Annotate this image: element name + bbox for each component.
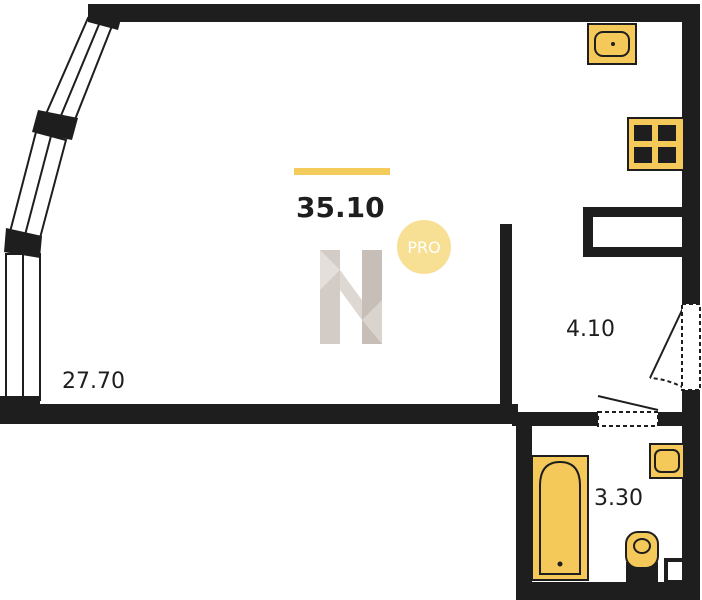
- walls: [0, 4, 700, 600]
- toilet-icon: [625, 531, 659, 582]
- stove-icon: [627, 117, 685, 171]
- hallway-area: 4.10: [566, 317, 615, 342]
- bathroom-door-leaf: [597, 395, 659, 411]
- entrance-door-swing: [649, 377, 685, 389]
- wall-right-lower: [682, 390, 700, 540]
- logo-icon: [320, 250, 382, 344]
- doors: [597, 303, 701, 427]
- pro-badge-label: PRO: [407, 238, 440, 257]
- bathroom-area: 3.30: [594, 486, 643, 511]
- wall-bathroom-right: [682, 540, 700, 600]
- wall-bathroom-left: [516, 412, 532, 600]
- main-room-area: 27.70: [62, 369, 125, 394]
- window-upper-bay: [44, 16, 114, 124]
- window-middle-bay: [8, 130, 68, 240]
- bathroom-sink-icon: [649, 443, 685, 479]
- sink-icon: [587, 23, 637, 65]
- total-area-accent-bar: [294, 168, 390, 175]
- window-pier-middle: [32, 110, 78, 140]
- wall-bottom-main: [0, 404, 518, 424]
- pro-badge: PRO: [397, 220, 451, 274]
- total-area: 35.10: [296, 191, 385, 224]
- window-middle-pane: [24, 135, 52, 236]
- entrance-door-frame: [681, 303, 701, 391]
- wall-partition-vertical: [500, 224, 512, 410]
- bathroom-door-frame: [597, 411, 659, 427]
- wall-top: [90, 4, 688, 22]
- bathtub-icon: [531, 455, 589, 581]
- wall-bathroom-bottom: [516, 582, 700, 600]
- window-upper-pane: [59, 21, 101, 119]
- wardrobe-niche: [583, 207, 693, 257]
- window-pier-top: [88, 4, 125, 30]
- wall-bathroom-top-left: [512, 412, 598, 426]
- wall-corner-stub: [664, 558, 686, 584]
- entrance-door-leaf: [649, 305, 685, 379]
- windows: [5, 16, 114, 401]
- wall-bathroom-top-right: [658, 412, 688, 426]
